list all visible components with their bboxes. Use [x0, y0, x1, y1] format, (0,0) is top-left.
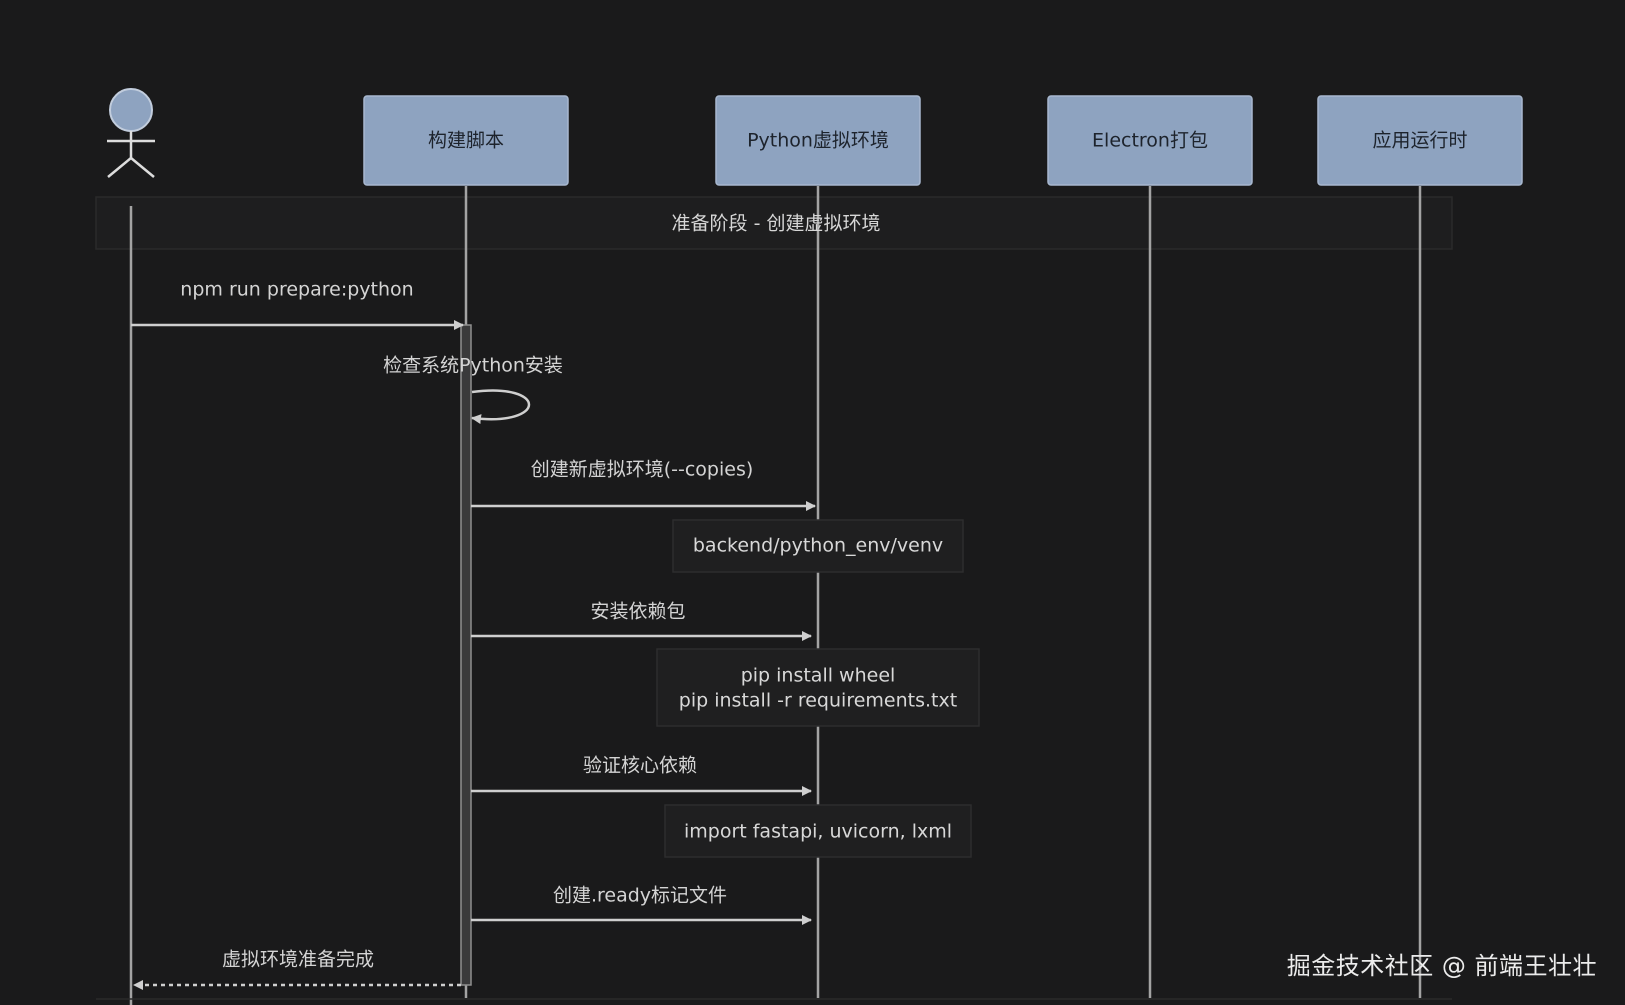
- note-pip-install-line-1: pip install wheel: [741, 665, 896, 687]
- message-label-create-venv: 创建新虚拟环境(--copies): [531, 459, 754, 481]
- phase-band: [95, 196, 1453, 250]
- participant-venv-label: Python虚拟环境: [747, 130, 889, 152]
- message-label-ready-done: 虚拟环境准备完成: [222, 949, 374, 971]
- note-venv-path-text: backend/python_env/venv: [693, 535, 943, 557]
- message-arrow-self-call: [471, 389, 530, 425]
- participant-app-runtime: 应用运行时: [1317, 95, 1523, 186]
- watermark: 掘金技术社区 @ 前端王壮壮: [1286, 952, 1597, 980]
- message-label-install-deps: 安装依赖包: [590, 601, 685, 623]
- message-label-create-ready: 创建.ready标记文件: [553, 885, 727, 907]
- phase-label: 准备阶段 - 创建虚拟环境: [672, 213, 881, 235]
- note-import-check-text: import fastapi, uvicorn, lxml: [684, 821, 952, 843]
- participant-python-venv: Python虚拟环境: [715, 95, 921, 186]
- participant-build-script: 构建脚本: [363, 95, 569, 186]
- participant-electron-package: Electron打包: [1047, 95, 1253, 186]
- participant-electron-label: Electron打包: [1092, 130, 1208, 152]
- participant-build-label: 构建脚本: [428, 130, 504, 152]
- message-label-verify-deps: 验证核心依赖: [583, 755, 697, 777]
- message-label-check-python: 检查系统Python安装: [383, 355, 563, 377]
- note-venv-path: backend/python_env/venv: [672, 519, 964, 573]
- participant-runtime-label: 应用运行时: [1372, 130, 1467, 152]
- note-import-check: import fastapi, uvicorn, lxml: [664, 804, 972, 858]
- actor-leg-right: [130, 157, 155, 178]
- note-pip-install: pip install wheel pip install -r require…: [656, 648, 980, 727]
- actor-head: [109, 88, 153, 132]
- message-label-npm-run: npm run prepare:python: [180, 279, 413, 301]
- note-pip-install-line-2: pip install -r requirements.txt: [679, 690, 957, 712]
- actor-figure: [107, 88, 155, 178]
- actor-leg-left: [107, 157, 132, 178]
- activation-bar-build: [460, 324, 472, 986]
